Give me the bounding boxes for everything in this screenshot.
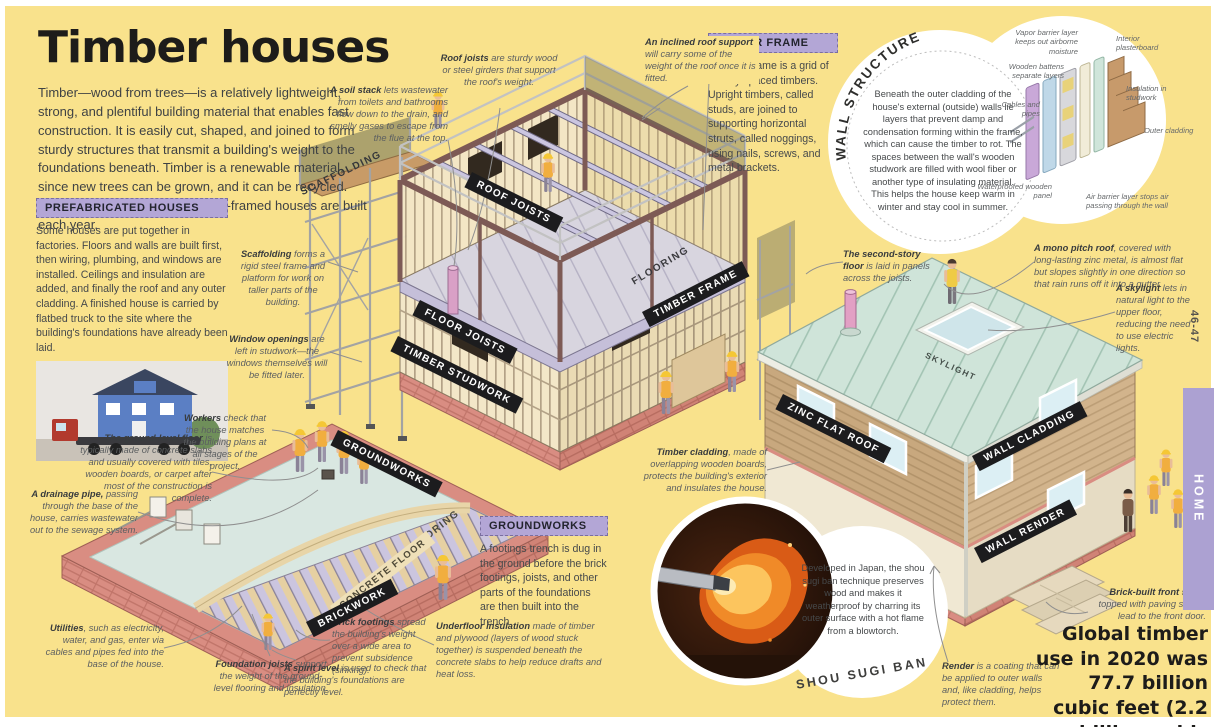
timber-posts xyxy=(397,87,748,362)
groundworks-box: GROUNDWORKS A footings trench is dug in … xyxy=(480,516,608,630)
shou-sugi-ban-body: Developed in Japan, the shou sugi ban te… xyxy=(801,563,925,636)
roof-vent xyxy=(840,289,861,337)
callout-spirit-level: A spirit level is used to check that the… xyxy=(284,663,427,698)
page-edge-bottom xyxy=(0,717,1214,727)
ws-label-vapor-barrier: Vapor barrier layer keeps out airborne m… xyxy=(1015,28,1078,56)
global-timber-stat: Global timber use in 2020 was 77.7 billi… xyxy=(1035,623,1208,727)
ws-label-plasterboard: Interior plasterboard xyxy=(1116,34,1159,53)
callout-foundation-joists: Foundation joists support the weight of … xyxy=(213,659,329,694)
ws-label-battens: Wooden battens separate layers xyxy=(1008,62,1064,81)
callout-roof-joists: Roof joists are sturdy wood or steel gir… xyxy=(440,53,558,88)
callout-soil-stack: A soil stack lets wastewater from toilet… xyxy=(330,85,448,144)
ws-label-air-barrier: Air barrier layer stops air passing thro… xyxy=(1086,192,1169,211)
section-tab-home: HOME xyxy=(1183,388,1214,610)
page-edge-left xyxy=(0,0,5,727)
wall-structure-inset: WALL STRUCTURE xyxy=(828,16,1166,254)
page-number: 46-47 xyxy=(1188,310,1200,344)
groundworks-box-title: GROUNDWORKS xyxy=(480,516,608,536)
ws-label-waterproofed-panel: Waterproofed wooden panel xyxy=(977,182,1052,201)
callout-mono-pitch-roof: A mono pitch roof, covered with long-las… xyxy=(1034,243,1186,290)
ws-label-outer-cladding: Outer cladding xyxy=(1144,126,1194,135)
prefab-box-body: Some houses are put together in factorie… xyxy=(36,225,228,354)
callout-underfloor-insulation: Underfloor insulation made of timber and… xyxy=(436,621,602,680)
prefab-box-title: PREFABRICATED HOUSES xyxy=(36,198,228,218)
section-tab-label: HOME xyxy=(1191,474,1206,524)
soil-stack-pipe xyxy=(447,265,459,315)
shou-sugi-ban-inset xyxy=(650,496,948,698)
prefab-house-photo xyxy=(36,361,228,462)
wall-structure-body: Beneath the outer cladding of the house'… xyxy=(863,89,1023,212)
callout-utilities: Utilities, such as electricity, water, a… xyxy=(45,623,164,670)
callout-workers: Workers check that the house matches the… xyxy=(183,413,267,472)
callout-window-openings: Window openings are left in studwork—the… xyxy=(226,334,328,381)
callout-brick-steps: Brick-built front steps topped with pavi… xyxy=(1098,587,1206,622)
page-title: Timber houses xyxy=(38,22,390,73)
callout-render: Render is a coating that can be applied … xyxy=(942,661,1060,708)
utility-boxes xyxy=(111,496,221,545)
suited-man xyxy=(1122,488,1134,532)
roof-figure xyxy=(944,258,960,304)
skylight-window xyxy=(914,301,1026,356)
callout-scaffolding: Scaffolding forms a rigid steel frame an… xyxy=(240,249,326,308)
callout-timber-cladding: Timber cladding, made of overlapping woo… xyxy=(643,447,767,494)
callout-drainage-pipe: A drainage pipe, passing through the bas… xyxy=(29,489,138,536)
prefab-houses-box: PREFABRICATED HOUSES Some houses are put… xyxy=(36,198,228,462)
ws-label-insulation: Insulation in studwork xyxy=(1126,84,1167,103)
page-edge-right xyxy=(1211,0,1214,727)
callout-inclined-roof-support: An inclined roof support will carry some… xyxy=(645,36,759,85)
finished-house xyxy=(756,257,1207,635)
groundworks-box-body: A footings trench is dug in the ground b… xyxy=(480,543,607,629)
callout-ground-level-floor: The ground-level floor is typically made… xyxy=(80,433,212,504)
page-edge-top xyxy=(0,0,1214,6)
timber-frame-building xyxy=(397,54,795,471)
wall-layers-diagram xyxy=(1009,55,1146,180)
callout-second-story-floor: The second-story floor is laid in panels… xyxy=(843,249,930,284)
ws-label-cables: Cables and pipes xyxy=(1001,100,1040,119)
callout-brick-footings: Brick footings spread the building's wei… xyxy=(332,617,426,676)
callout-skylight: A skylight lets in natural light to the … xyxy=(1116,283,1191,354)
